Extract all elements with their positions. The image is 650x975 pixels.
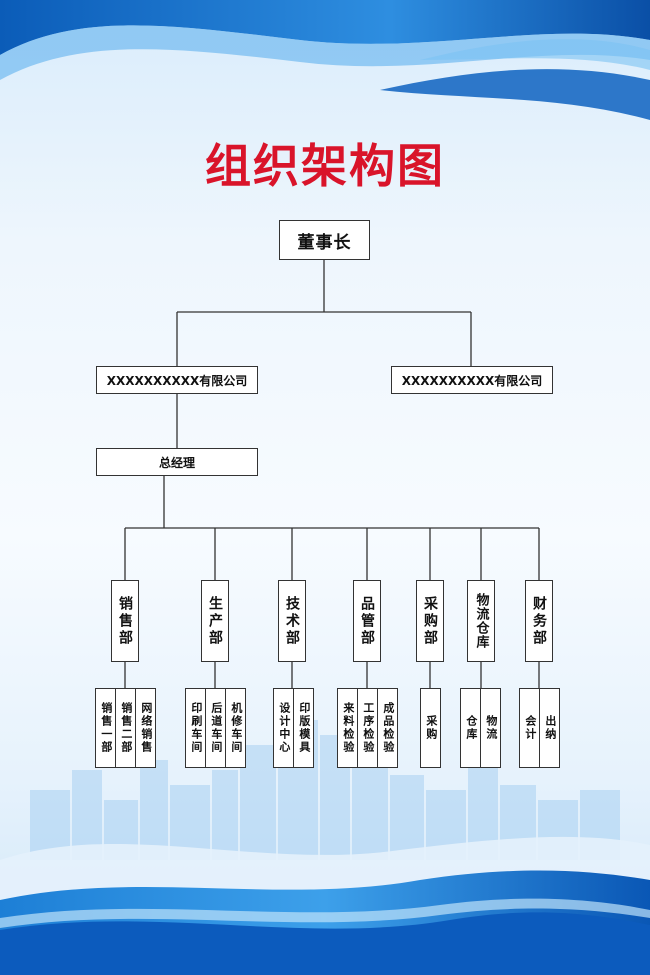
unit-box: 机修车间 — [225, 688, 246, 768]
unit-label: 工序检验 — [361, 702, 375, 754]
unit-box: 设计中心 — [273, 688, 294, 768]
unit-box: 物流 — [480, 688, 501, 768]
unit-box: 销售二部 — [115, 688, 136, 768]
unit-label: 销售二部 — [119, 702, 133, 754]
department-box-quality: 品管部 — [353, 580, 381, 662]
unit-box: 工序检验 — [357, 688, 378, 768]
unit-label: 销售一部 — [99, 702, 113, 754]
unit-label: 机修车间 — [229, 702, 243, 754]
department-label: 销售部 — [117, 595, 133, 647]
unit-box: 印刷车间 — [185, 688, 206, 768]
department-box-finance: 财务部 — [525, 580, 553, 662]
department-box-logistics: 物流仓库 — [467, 580, 495, 662]
unit-label: 印刷车间 — [189, 702, 203, 754]
unit-label: 仓库 — [464, 715, 478, 741]
company-box-2: XXXXXXXXXX有限公司 — [391, 366, 553, 394]
general-manager-box: 总经理 — [96, 448, 258, 476]
unit-label: 后道车间 — [209, 702, 223, 754]
company-box-1: XXXXXXXXXX有限公司 — [96, 366, 258, 394]
unit-label: 会计 — [523, 715, 537, 741]
department-label: 技术部 — [284, 595, 300, 647]
page-title: 组织架构图 — [205, 139, 445, 193]
department-label: 财务部 — [531, 595, 547, 647]
department-box-sales: 销售部 — [111, 580, 139, 662]
unit-label: 出纳 — [543, 715, 557, 741]
general-manager-label: 总经理 — [158, 455, 195, 470]
unit-box: 会计 — [519, 688, 540, 768]
company-label-2: XXXXXXXXXX有限公司 — [401, 373, 543, 388]
unit-box: 销售一部 — [95, 688, 116, 768]
department-label: 品管部 — [359, 595, 375, 647]
department-box-technology: 技术部 — [278, 580, 306, 662]
unit-label: 印版模具 — [297, 702, 311, 754]
unit-box: 采购 — [420, 688, 441, 768]
unit-box: 出纳 — [539, 688, 560, 768]
unit-label: 网络销售 — [139, 702, 153, 754]
unit-label: 成品检验 — [381, 702, 395, 754]
department-label: 采购部 — [422, 595, 438, 647]
unit-label: 物流 — [484, 715, 498, 741]
unit-label: 来料检验 — [341, 702, 355, 754]
unit-box: 后道车间 — [205, 688, 226, 768]
department-label: 物流仓库 — [473, 593, 489, 649]
company-label-1: XXXXXXXXXX有限公司 — [106, 373, 248, 388]
unit-box: 印版模具 — [293, 688, 314, 768]
unit-box: 仓库 — [460, 688, 481, 768]
unit-box: 成品检验 — [377, 688, 398, 768]
department-box-production: 生产部 — [201, 580, 229, 662]
unit-box: 来料检验 — [337, 688, 358, 768]
department-label: 生产部 — [207, 595, 223, 647]
unit-label: 采购 — [424, 715, 438, 741]
chairman-box: 董事长 — [279, 220, 370, 260]
chairman-label: 董事长 — [297, 232, 352, 253]
department-box-purchasing: 采购部 — [416, 580, 444, 662]
unit-label: 设计中心 — [277, 702, 291, 754]
unit-box: 网络销售 — [135, 688, 156, 768]
